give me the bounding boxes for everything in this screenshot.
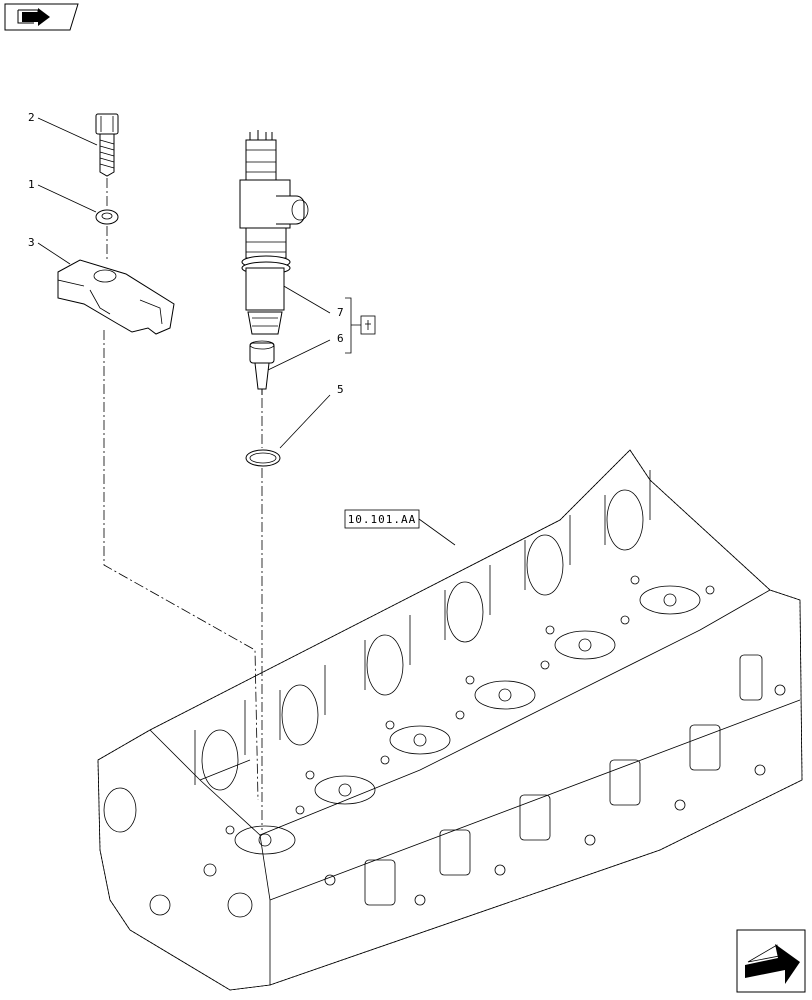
part-seal-ring bbox=[245, 449, 281, 467]
callout-1: 1 bbox=[28, 178, 97, 213]
part-washer bbox=[95, 209, 119, 225]
callout-2: 2 bbox=[28, 111, 98, 146]
part-bolt bbox=[95, 113, 119, 177]
callout-7: 7 bbox=[281, 284, 344, 319]
callout-label-6: 6 bbox=[337, 332, 344, 345]
callout-5: 5 bbox=[279, 383, 344, 449]
next-page-arrow-icon[interactable] bbox=[736, 929, 806, 993]
callout-label-5: 5 bbox=[337, 383, 344, 396]
callout-label-1: 1 bbox=[28, 178, 35, 191]
callout-label-7: 7 bbox=[337, 306, 344, 319]
kit-icon bbox=[360, 315, 376, 335]
callout-label-2: 2 bbox=[28, 111, 35, 124]
book-arrow-icon[interactable] bbox=[4, 3, 79, 31]
callout-label-3: 3 bbox=[28, 236, 35, 249]
part-clamp bbox=[57, 259, 175, 335]
assembly-guide-lines bbox=[103, 178, 263, 830]
reference-label: 10.101.AA bbox=[348, 513, 417, 526]
cylinder-head bbox=[97, 449, 803, 991]
reference-label-box[interactable]: 10.101.AA bbox=[344, 509, 456, 546]
part-nozzle bbox=[249, 340, 275, 395]
callout-6: 6 bbox=[267, 332, 344, 371]
kit-bracket bbox=[345, 297, 376, 354]
part-injector bbox=[239, 130, 309, 335]
callout-3: 3 bbox=[28, 236, 71, 265]
